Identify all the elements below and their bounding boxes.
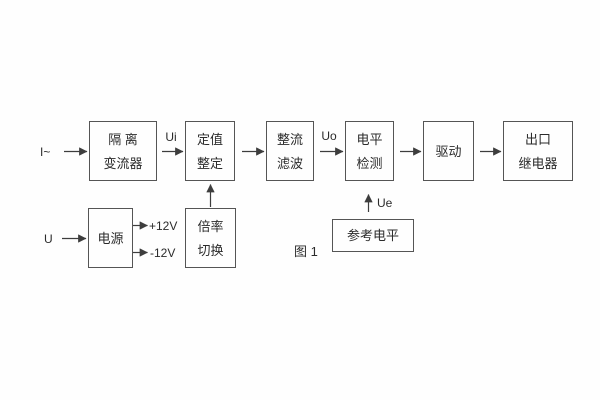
block-line: 电源 [97,230,124,246]
block-ratio-switch: 倍率 切换 [185,208,236,268]
block-line: 电平 [356,131,383,147]
label-minus12v: -12V [150,246,176,260]
block-line: 出口 [524,131,551,147]
block-line: 滤波 [276,155,303,171]
block-line: 倍率 [197,218,224,234]
block-line: 整流 [276,131,303,147]
label-ue: Ue [377,196,393,210]
figure-caption: 图 1 [294,244,318,259]
block-line: 参考电平 [346,228,399,243]
block-line: 隔 离 [108,131,138,147]
label-input-voltage: U [44,232,53,246]
label-input-current: I~ [40,145,51,159]
block-power-supply: 电源 [88,208,133,268]
block-line: 切换 [197,242,224,258]
block-driver: 驱动 [423,121,474,181]
block-line: 驱动 [435,143,462,159]
label-plus12v: +12V [149,219,178,233]
block-line: 整定 [196,155,223,171]
block-line: 继电器 [518,155,558,171]
label-ui: Ui [165,130,177,144]
block-level-detection: 电平 检测 [345,121,394,181]
block-isolation-transformer: 隔 离 变流器 [89,121,157,181]
block-reference-level: 参考电平 [332,219,414,252]
block-setting-adjustment: 定值 整定 [185,121,235,181]
block-line: 检测 [356,155,383,171]
block-rectifier-filter: 整流 滤波 [266,121,314,181]
block-output-relay: 出口 继电器 [503,121,573,181]
block-line: 变流器 [103,155,143,171]
block-line: 定值 [196,131,223,147]
label-uo: Uo [321,129,337,143]
